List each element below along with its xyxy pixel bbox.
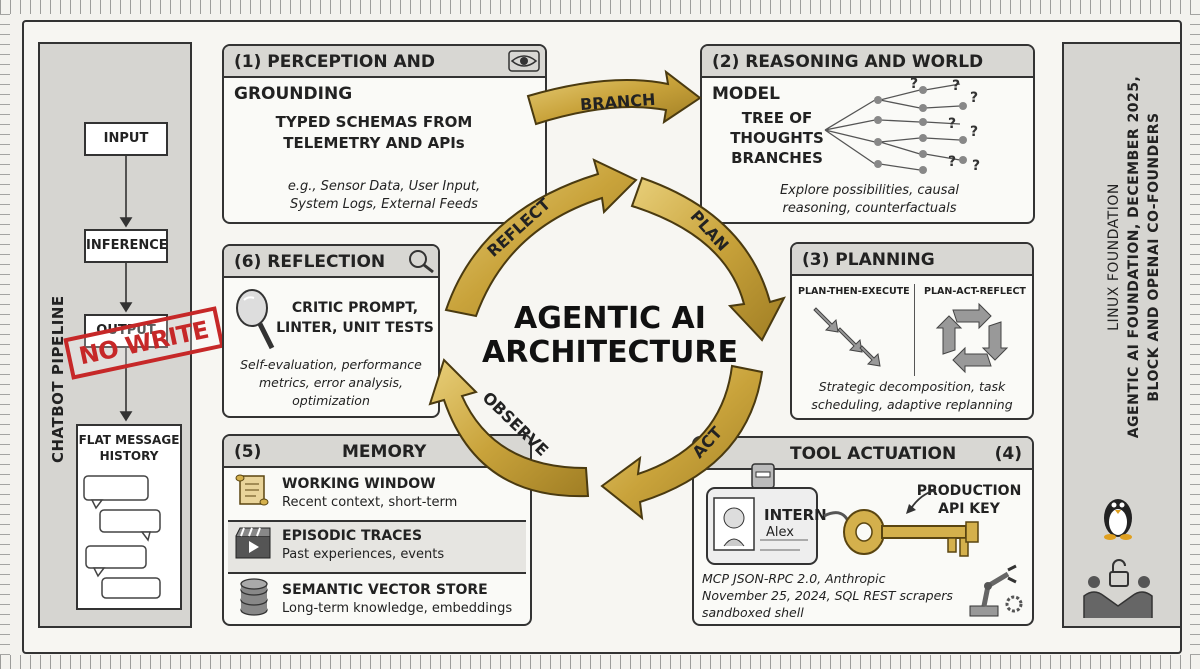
robot-arm-icon	[969, 564, 1023, 617]
perception-main-2: TELEMETRY AND APIs	[283, 134, 465, 152]
reasoning-main-1: TREE OF	[741, 109, 813, 127]
golden-key-icon	[823, 509, 979, 557]
ruler-right	[1190, 14, 1200, 655]
film-icon	[235, 527, 271, 559]
branch-label: BRANCH	[579, 90, 656, 114]
key-pointer-arrow	[906, 489, 937, 514]
reasoning-panel: (2) REASONING AND WORLD MODEL TREE OF TH…	[700, 44, 1035, 224]
tool-sub-3: sandboxed shell	[702, 605, 804, 620]
memory-row-desc: Past experiences, events	[282, 547, 445, 562]
reflection-main-2: LINTER, UNIT TESTS	[276, 320, 434, 336]
api-key-label-2: API KEY	[938, 501, 1000, 517]
reasoning-sub-2: reasoning, counterfactuals	[782, 201, 957, 216]
svg-text:?: ?	[952, 78, 960, 94]
reflect-arrow	[444, 158, 638, 318]
svg-text:?: ?	[970, 124, 978, 140]
pipeline-output: OUTPUT	[84, 314, 168, 348]
intern-badge-icon	[706, 463, 818, 565]
reasoning-title: (2) REASONING AND WORLD MODEL	[702, 46, 1033, 104]
reflection-sub-1: Self-evaluation, performance	[240, 357, 422, 372]
hand-mirror-icon	[236, 289, 275, 350]
handshake-lock-icon	[1083, 559, 1153, 618]
reasoning-sub-1: Explore possibilities, causal	[779, 183, 960, 198]
foundation-sidebar: LINUX FOUNDATION AGENTIC AI FOUNDATION, …	[1062, 42, 1182, 628]
tool-sub-2: November 25, 2024, SQL REST scrapers	[702, 588, 953, 603]
memory-title: MEMORY	[342, 442, 427, 462]
tool-actuation-label: TOOL ACTUATION	[790, 444, 957, 464]
memory-num: (5)	[234, 442, 262, 462]
reflection-sub-3: optimization	[292, 393, 370, 408]
center-title-2: ARCHITECTURE	[482, 335, 738, 370]
perception-panel: (1) PERCEPTION AND GROUNDING TYPED SCHEM…	[222, 44, 547, 224]
tree-of-thoughts-icon: ??? ????	[824, 76, 980, 174]
pipeline-inference: INFERENCE	[84, 229, 168, 263]
svg-text:?: ?	[948, 116, 956, 132]
eye-icon	[508, 50, 540, 72]
planning-title: (3) PLANNING	[792, 244, 1032, 276]
svg-text:?: ?	[910, 76, 918, 92]
tool-actuation-num: (4)	[994, 444, 1022, 464]
perception-main-1: TYPED SCHEMAS FROM	[275, 113, 473, 131]
perception-title: (1) PERCEPTION AND GROUNDING	[224, 46, 545, 104]
center-title-1: AGENTIC AI	[514, 301, 706, 336]
ruler-left	[0, 14, 10, 655]
planning-sub-2: scheduling, adaptive replanning	[811, 397, 1013, 412]
plan-act-reflect-label: PLAN-ACT-REFLECT	[924, 286, 1026, 297]
ruler-top	[0, 0, 1200, 14]
svg-text:?: ?	[948, 154, 956, 170]
badge-name: Alex	[766, 525, 794, 540]
reflection-title: (6) REFLECTION	[224, 246, 438, 278]
magnifier-icon	[409, 250, 434, 274]
pipeline-input: INPUT	[84, 122, 168, 156]
memory-row-desc: Recent context, short-term	[282, 495, 458, 510]
reflection-main-1: CRITIC PROMPT,	[291, 300, 419, 316]
history-line-1: FLAT MESSAGE	[78, 433, 180, 447]
scroll-icon	[235, 474, 269, 506]
reasoning-main-3: BRANCHES	[731, 149, 823, 167]
memory-row-working: WORKING WINDOW Recent context, short-ter…	[228, 468, 526, 518]
history-line-2: HISTORY	[99, 449, 159, 463]
memory-row-name: EPISODIC TRACES	[282, 528, 423, 544]
memory-panel: (5) MEMORY WORKING WINDOW Recent context…	[222, 434, 532, 626]
memory-row-desc: Long-term knowledge, embeddings	[282, 601, 513, 616]
badge-role: INTERN	[764, 506, 827, 524]
plan-then-execute-label: PLAN-THEN-EXECUTE	[798, 286, 910, 297]
sequential-arrows-icon	[813, 307, 881, 367]
database-icon	[240, 578, 268, 616]
memory-row-semantic: SEMANTIC VECTOR STORE Long-term knowledg…	[228, 572, 526, 624]
svg-text:?: ?	[972, 158, 980, 174]
reasoning-main-2: THOUGHTS	[730, 129, 824, 147]
planning-sub-1: Strategic decomposition, task	[818, 379, 1006, 394]
observe-arrow	[428, 358, 590, 498]
ruler-bottom	[0, 655, 1200, 669]
api-key-label-1: PRODUCTION	[916, 483, 1022, 499]
reflection-sub-2: metrics, error analysis,	[258, 375, 404, 390]
memory-row-name: SEMANTIC VECTOR STORE	[282, 582, 488, 598]
svg-text:?: ?	[970, 90, 978, 106]
memory-row-episodic: EPISODIC TRACES Past experiences, events	[228, 520, 526, 572]
plan-arrow	[630, 176, 786, 342]
tool-actuation-title: TOOL ACTUATION (4)	[694, 438, 1032, 470]
reflection-panel: (6) REFLECTION CRITIC PROMPT, LINTER, UN…	[222, 244, 440, 418]
branch-arrow	[526, 69, 702, 126]
cycle-arrows-icon	[935, 302, 1009, 374]
penguin-icon	[1104, 499, 1132, 540]
memory-row-name: WORKING WINDOW	[282, 476, 436, 492]
perception-sub-2: System Logs, External Feeds	[290, 197, 478, 212]
tool-sub-1: MCP JSON-RPC 2.0, Anthropic	[702, 571, 886, 586]
perception-sub-1: e.g., Sensor Data, User Input,	[287, 179, 481, 194]
act-arrow	[600, 364, 764, 521]
